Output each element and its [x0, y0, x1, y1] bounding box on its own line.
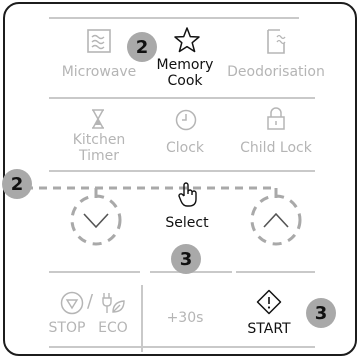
select-button[interactable]: Select: [155, 180, 219, 262]
stop-eco-separator: /: [86, 291, 94, 312]
kitchen-timer-label-line1: Kitchen: [72, 132, 126, 148]
callout-start: 3: [306, 298, 336, 328]
row1-divider: [49, 97, 315, 99]
select-label: Select: [165, 215, 209, 231]
clock-label: Clock: [165, 140, 205, 156]
stop-icon: [60, 291, 84, 315]
stop-label: STOP: [48, 320, 86, 336]
row3-divider-left: [49, 271, 140, 273]
start-button[interactable]: START: [227, 287, 311, 343]
clock-icon: [175, 109, 197, 131]
hand-pointer-icon: [178, 182, 197, 207]
eco-icon: [102, 293, 125, 313]
callout-memory-cook: 2: [127, 32, 157, 62]
kitchen-timer-button[interactable]: Kitchen Timer: [49, 102, 149, 166]
deodorisation-label: Deodorisation: [227, 64, 325, 80]
callout-select: 3: [171, 244, 201, 274]
plus-30s-button[interactable]: +30s: [145, 287, 229, 343]
control-panel: Microwave Memory Cook Deodorisation Kitc…: [3, 2, 357, 356]
hourglass-icon: [92, 109, 104, 129]
stop-eco-button[interactable]: / STOP ECO: [49, 287, 139, 343]
memory-cook-button[interactable]: Memory Cook: [135, 22, 235, 96]
microwave-button[interactable]: Microwave: [49, 22, 149, 92]
microwave-waves-icon: [87, 29, 111, 53]
padlock-icon: [267, 107, 285, 130]
start-icon: [256, 289, 282, 315]
child-lock-button[interactable]: Child Lock: [226, 102, 326, 166]
callout-arrow-row: 2: [2, 169, 32, 199]
memory-cook-label-line1: Memory: [156, 57, 214, 73]
top-divider: [49, 17, 299, 19]
eco-label: ECO: [98, 320, 128, 336]
child-lock-label: Child Lock: [240, 140, 312, 156]
microwave-label: Microwave: [61, 64, 137, 80]
row3-divider-right: [236, 271, 315, 273]
deodorisation-icon: [267, 29, 286, 54]
plus-30s-label: +30s: [166, 310, 204, 326]
chevron-up-icon: [250, 194, 302, 246]
clock-button[interactable]: Clock: [135, 102, 235, 166]
row4-divider-vertical: [141, 285, 143, 352]
row2-divider: [49, 170, 315, 172]
star-icon: [174, 27, 200, 53]
deodorisation-button[interactable]: Deodorisation: [226, 22, 326, 92]
chevron-down-icon: [70, 194, 122, 246]
down-button[interactable]: [69, 193, 123, 247]
start-label: START: [247, 321, 291, 337]
kitchen-timer-label-line2: Timer: [78, 148, 120, 164]
up-button[interactable]: [249, 193, 303, 247]
memory-cook-label-line2: Cook: [167, 73, 203, 89]
bottom-divider: [49, 346, 315, 348]
